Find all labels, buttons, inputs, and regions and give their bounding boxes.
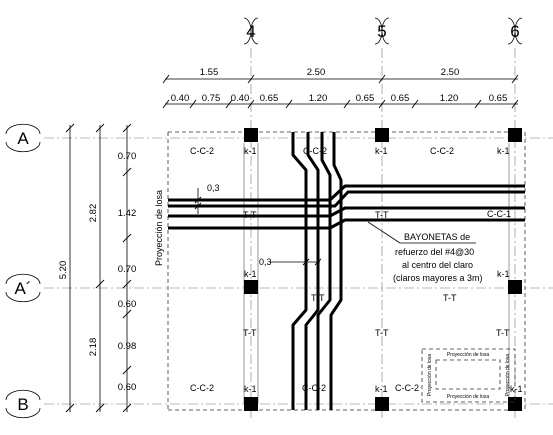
axis-Aprime: A´: [5, 273, 41, 303]
column-6-B: [508, 397, 522, 411]
spacing-label-b: 0,3: [259, 257, 272, 267]
tt-label: T-T: [243, 328, 257, 338]
column-6-A: [508, 128, 522, 142]
axis-4-label: 4: [246, 22, 255, 41]
column-labels: k-1 k-1 k-1 k-1 k-1 k-1 k-1 k-1: [244, 146, 523, 394]
dim-left-inner-c: 0.70: [118, 264, 137, 275]
note-line-4: (claros mayores a 3m): [393, 273, 483, 283]
col-label: k-1: [244, 384, 257, 394]
beam-cc1-label: C-C-1: [487, 209, 511, 219]
tt-label: T-T: [375, 328, 389, 338]
axis-A: A: [5, 123, 41, 153]
dim-left-inner-d: 0.60: [118, 299, 137, 310]
column-4-A: [244, 128, 258, 142]
dim-top-2-c: 0.40: [231, 93, 250, 104]
dim-top-2-b: 0.75: [202, 93, 221, 104]
axis-B: B: [5, 389, 41, 419]
legend-left: Proyección de losa: [427, 354, 433, 396]
axis-5-label: 5: [377, 22, 386, 41]
axis-5: 5: [374, 17, 390, 45]
dim-left-inner-a: 0.70: [118, 151, 137, 162]
dim-top-2-g: 0.65: [391, 93, 410, 104]
legend-right: Proyección de losa: [505, 354, 511, 396]
col-label: k-1: [497, 269, 510, 279]
grid-centerlines: [44, 48, 553, 418]
dim-top-1-b: 2.50: [307, 67, 326, 78]
legend-box: Proyección de losa Proyección de losa Pr…: [421, 348, 516, 403]
spacing-label-a: 0,3: [207, 183, 220, 193]
dimension-chain-left-mid: 2.82 2.18: [88, 123, 105, 413]
legend-top: Proyección de losa: [447, 352, 489, 358]
beam-cc2-label: C-C-2: [430, 146, 454, 156]
vertical-reinforcement-bars: [291, 132, 343, 410]
column-4-B: [244, 397, 258, 411]
col-label: k-1: [244, 269, 257, 279]
dim-left-inner-f: 0.60: [118, 382, 137, 393]
column-4-Aprime: [244, 280, 258, 294]
column-5-B: [375, 397, 389, 411]
note-line-2: refuerzo del #4@30: [395, 247, 474, 257]
dim-left-total: 5.20: [58, 261, 69, 280]
col-label: k-1: [244, 146, 257, 156]
dim-top-2-d: 0.65: [260, 93, 279, 104]
dim-left-mid-a: 2.82: [88, 204, 99, 223]
beam-cc2-label: C-C-2: [190, 383, 214, 393]
axis-6: 6: [507, 17, 523, 45]
dim-top-2-i: 0.65: [489, 93, 508, 104]
col-label: k-1: [510, 384, 523, 394]
beam-cc2-label: C-C-2: [190, 146, 214, 156]
beam-cc2-label: C-C-2: [303, 146, 327, 156]
dim-left-inner-e: 0.98: [118, 341, 137, 352]
beam-cc2-label: C-C-2: [302, 383, 326, 393]
horizontal-reinforcement-bars: [168, 184, 525, 230]
dim-left-inner-b: 1.42: [118, 208, 137, 219]
spacing-callout-vertical: 0,3: [259, 257, 322, 267]
dim-top-2-a: 0.40: [171, 93, 190, 104]
dim-top-2-f: 0.65: [356, 93, 375, 104]
dimension-chain-top-2: 0.40 0.75 0.40 0.65 1.20 0.65 0.65 1.20 …: [162, 93, 519, 109]
axis-6-label: 6: [510, 22, 519, 41]
tt-labels: T-T T-T T-T T-T T-T T-T T-T: [243, 210, 510, 338]
tt-label: T-T: [243, 210, 257, 220]
columns: [244, 128, 522, 411]
tt-label: T-T: [496, 328, 510, 338]
tt-label: T-T: [375, 210, 389, 220]
dimension-chain-left-inner: 0.70 1.42 0.70 0.60 0.98 0.60: [118, 123, 137, 413]
tt-label: T-T: [443, 293, 457, 303]
dimension-chain-top-1: 1.55 2.50 2.50: [162, 67, 519, 84]
axis-B-label: B: [17, 395, 28, 414]
spacing-callout-horizontal: 0,3: [194, 183, 220, 214]
col-label: k-1: [497, 146, 510, 156]
column-5-A: [375, 128, 389, 142]
beam-labels: C-C-2 C-C-2 C-C-2 C-C-1 C-C-2 C-C-2 C-C-…: [190, 146, 511, 393]
legend-bottom: Proyección de losa: [447, 394, 489, 400]
tt-label: T-T: [311, 293, 325, 303]
dim-top-2-e: 1.20: [309, 93, 328, 104]
col-label: k-1: [375, 384, 388, 394]
axis-A-label: A: [17, 129, 29, 148]
note-line-1: BAYONETAS de: [404, 232, 470, 242]
axis-Aprime-label: A´: [15, 279, 32, 298]
bayonet-note: BAYONETAS de refuerzo del #4@30 al centr…: [367, 221, 483, 283]
beam-cc2-label: C-C-2: [395, 383, 419, 393]
column-6-Aprime: [508, 280, 522, 294]
axis-4: 4: [243, 17, 259, 45]
slab-outline: [167, 131, 526, 411]
note-line-3: al centro del claro: [402, 260, 473, 270]
dim-top-1-c: 2.50: [441, 67, 460, 78]
col-label: k-1: [375, 146, 388, 156]
dim-top-2-h: 1.20: [440, 93, 459, 104]
slab-projection-label: Proyección de losa: [154, 190, 164, 266]
dimension-chain-left-total: 5.20: [58, 123, 75, 413]
dim-top-1-a: 1.55: [200, 67, 219, 78]
dim-left-mid-b: 2.18: [88, 338, 99, 357]
